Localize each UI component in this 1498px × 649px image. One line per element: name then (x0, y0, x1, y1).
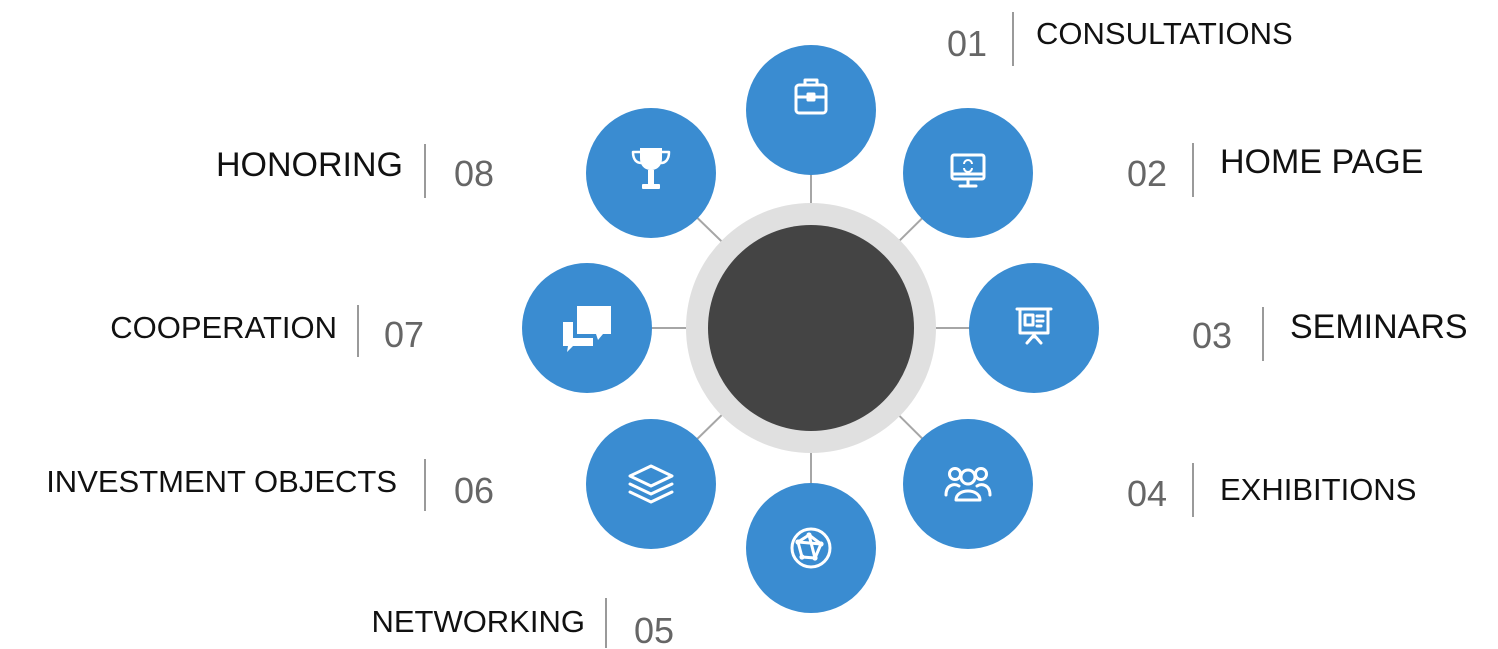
node-06-circle (586, 419, 716, 549)
node-07 (522, 263, 652, 393)
node-05 (746, 483, 876, 613)
item-number-02: 02 (1127, 153, 1167, 194)
node-03-circle (969, 263, 1099, 393)
item-label-networking: NETWORKING (371, 604, 585, 639)
label-group-05: NETWORKING 05 (371, 598, 674, 649)
item-number-01: 01 (947, 23, 987, 64)
label-group-03: 03 SEMINARS (1192, 307, 1468, 361)
hub-center (708, 225, 914, 431)
item-number-08: 08 (454, 153, 494, 194)
trophy-icon (631, 148, 671, 189)
item-number-03: 03 (1192, 315, 1232, 356)
item-label-investment-objects: INVESTMENT OBJECTS (46, 464, 397, 499)
label-group-01: 01 CONSULTATIONS (947, 12, 1293, 66)
item-number-04: 04 (1127, 473, 1167, 514)
briefcase-icon (794, 78, 828, 115)
globe-network-icon (790, 527, 832, 569)
node-06 (586, 419, 716, 549)
hub (686, 203, 936, 453)
node-01 (746, 45, 876, 175)
node-08 (586, 108, 716, 238)
node-02 (903, 108, 1033, 238)
item-label-exhibitions: EXHIBITIONS (1220, 472, 1416, 507)
item-number-05: 05 (634, 610, 674, 649)
item-number-07: 07 (384, 314, 424, 355)
node-04 (903, 419, 1033, 549)
item-label-home-page: HOME PAGE (1220, 143, 1423, 181)
label-group-02: 02 HOME PAGE (1127, 143, 1423, 197)
stacked-layers-icon (628, 464, 674, 504)
item-label-seminars: SEMINARS (1290, 308, 1468, 346)
item-label-cooperation: COOPERATION (110, 310, 337, 345)
item-label-consultations: CONSULTATIONS (1036, 16, 1293, 51)
label-group-07: COOPERATION 07 (110, 305, 424, 357)
label-group-04: 04 EXHIBITIONS (1127, 463, 1416, 517)
presentation-board-icon (1015, 307, 1053, 345)
label-group-06: INVESTMENT OBJECTS 06 (46, 459, 494, 511)
item-label-honoring: HONORING (216, 146, 403, 184)
node-01-circle (746, 45, 876, 175)
group-users-icon (944, 467, 992, 502)
node-03 (969, 263, 1099, 393)
item-number-06: 06 (454, 470, 494, 511)
chat-bubbles-icon (563, 306, 611, 352)
monitor-refresh-icon (950, 153, 986, 188)
label-group-08: HONORING 08 (216, 144, 494, 198)
